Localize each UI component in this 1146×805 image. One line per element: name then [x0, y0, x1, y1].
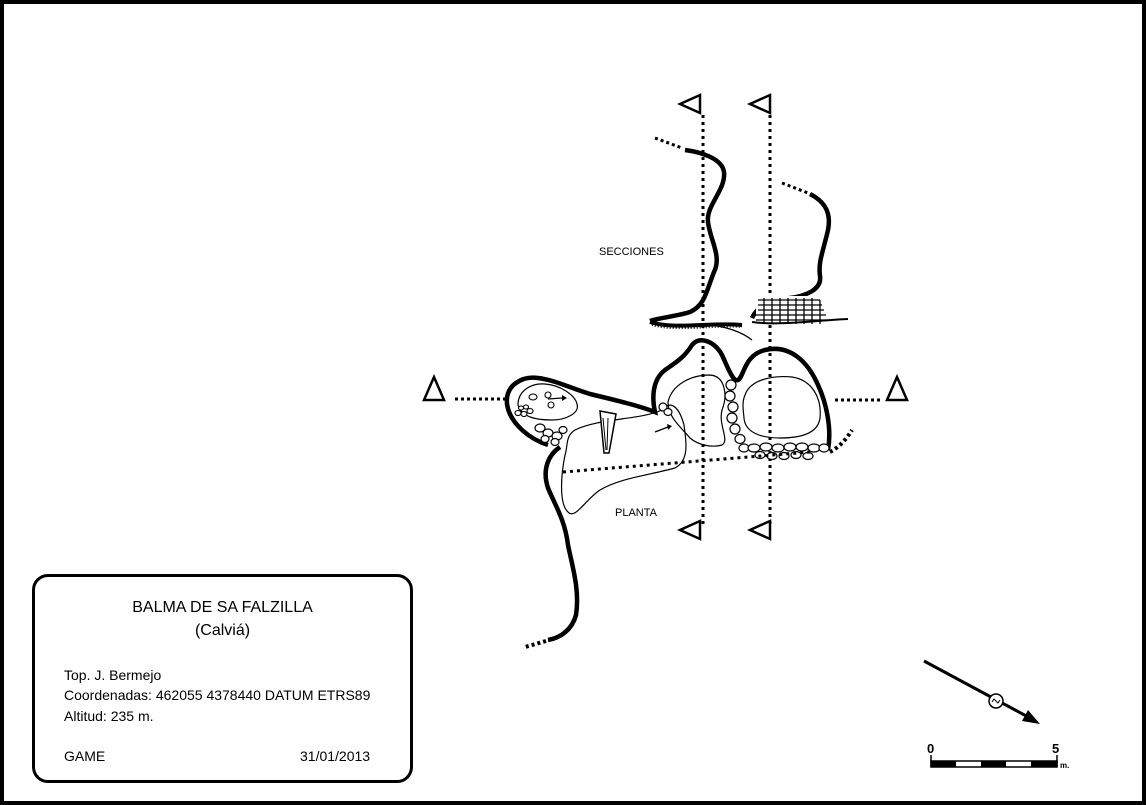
section-b-floor — [751, 318, 849, 325]
plan-narrow-passage-hatch — [606, 417, 609, 451]
section-a-ceiling-trace — [707, 324, 753, 341]
sections-drawing: SECCIONES — [599, 93, 849, 528]
cave-name: BALMA DE SA FALZILLA — [132, 599, 313, 616]
section-b-wall — [781, 181, 809, 195]
section-a-wall — [654, 136, 683, 150]
section-marker-icon — [676, 93, 702, 115]
scale-bar: 0 5 m. — [927, 741, 1069, 770]
plan-marker-left-icon — [422, 373, 446, 402]
scale-unit-label: m. — [1060, 761, 1069, 770]
plan-outer-wall — [504, 338, 832, 451]
plan-inner-floor-east-a — [667, 374, 726, 447]
section-b-boulders — [756, 296, 828, 324]
plan-marker-right-icon — [885, 373, 909, 402]
plan-narrow-passage-hatch — [602, 417, 607, 451]
survey-traverse-line — [562, 450, 811, 474]
plan-drawing: PLANTA — [422, 338, 909, 649]
surveyor-credit: Top. J. Bermejo — [64, 667, 162, 683]
survey-group: GAME — [64, 748, 106, 764]
scale-end-label: 5 — [1052, 741, 1059, 756]
section-marker-icon — [746, 519, 772, 541]
survey-date: 31/01/2013 — [300, 748, 371, 764]
section-a-wall — [649, 147, 727, 324]
plan-outer-wall-end — [829, 428, 854, 454]
slope-arrow-icon — [547, 395, 567, 401]
coordinates: Coordenadas: 462055 4378440 DATUM ETRS89 — [64, 687, 371, 703]
section-marker-icon — [746, 93, 772, 115]
title-block: BALMA DE SA FALZILLA (Calviá) Top. J. Be… — [32, 574, 413, 783]
section-marker-icon — [676, 519, 702, 541]
plan-west-passage-wall — [543, 445, 580, 643]
cave-municipality: (Calviá) — [194, 622, 251, 639]
plan-label: PLANTA — [615, 507, 658, 519]
plan-stones-west — [514, 391, 555, 418]
north-arrow-icon — [923, 659, 1040, 724]
altitude: Altitud: 235 m. — [64, 708, 154, 724]
scale-start-label: 0 — [927, 741, 934, 756]
sections-label: SECCIONES — [599, 246, 664, 258]
plan-inner-floor-central — [561, 404, 687, 515]
plan-inner-floor-west — [517, 383, 578, 421]
slope-arrow-icon — [654, 424, 672, 433]
plan-inner-floor-east-b — [742, 375, 821, 439]
plan-west-passage-end — [524, 639, 547, 649]
section-a-floor — [649, 320, 743, 328]
